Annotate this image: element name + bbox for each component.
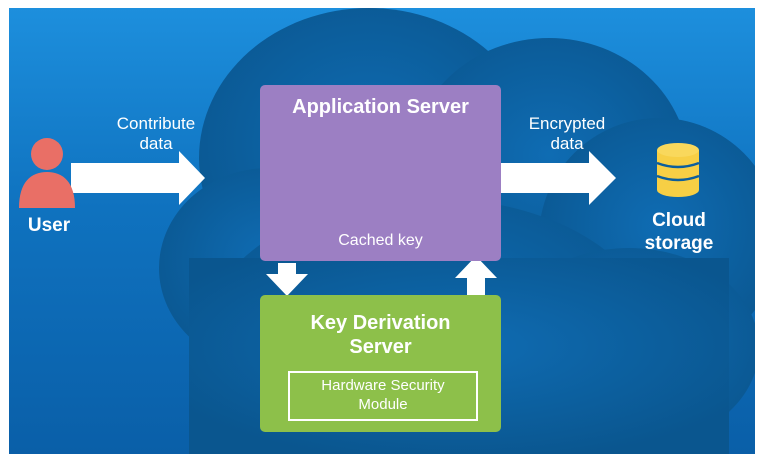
encrypted-arrow-shape [499,151,616,205]
application-server-title: Application Server [292,96,469,118]
user-icon [19,138,75,208]
contribute-label-line1: Contribute [116,114,196,133]
key-derivation-server-title: Key Derivation Server [260,311,501,359]
cloud-storage-line1: Cloud [652,210,706,231]
cached-key-label: Cached key [338,232,423,249]
hsm-label-line1: Hardware Security [321,377,445,394]
encrypted-label-line2: data [550,134,584,154]
cloud-storage-label: Cloud storage [619,210,739,256]
diagram-canvas: User Contribute data Application Server … [9,8,755,454]
up-arrow-shape [455,256,497,298]
database-icon [656,143,700,197]
hardware-security-module-box: Hardware Security Module [288,371,478,421]
key-derivation-server-box: Key Derivation Server [260,295,501,432]
application-server-box: Application Server Cached key [260,85,501,261]
contribute-data-label: Contribute data [91,114,221,155]
hsm-label-line2: Module [358,395,408,413]
user-label: User [27,215,71,236]
cloud-storage-line2: storage [644,232,714,254]
down-arrow-shape [266,263,308,296]
kds-title-line1: Key Derivation [310,312,451,334]
encrypted-label-line1: Encrypted [528,114,606,133]
contribute-arrow-shape [71,151,205,205]
hsm-label: Hardware Security Module [290,377,476,415]
kds-title-line2: Server [349,336,412,358]
contribute-label-line2: data [139,134,173,154]
encrypted-data-label: Encrypted data [502,114,632,155]
